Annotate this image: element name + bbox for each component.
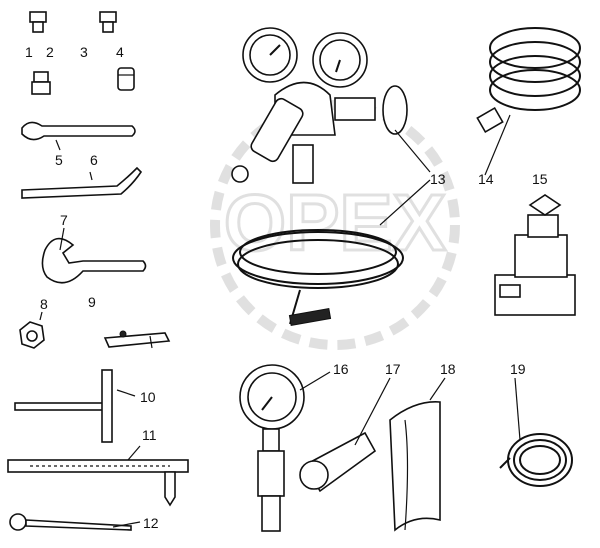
watermark-text: OPEX bbox=[224, 178, 446, 267]
part-14-coil bbox=[476, 27, 581, 134]
part-6-tool bbox=[21, 166, 143, 199]
callout-8: 8 bbox=[40, 296, 48, 312]
callout-16: 16 bbox=[333, 361, 349, 377]
callout-10: 10 bbox=[140, 389, 156, 405]
callout-13: 13 bbox=[430, 171, 446, 187]
callout-5: 5 bbox=[55, 152, 63, 168]
part-12-key bbox=[9, 513, 132, 531]
watermark-logo: OPEX bbox=[210, 100, 460, 350]
callout-6: 6 bbox=[90, 152, 98, 168]
callout-1: 1 bbox=[25, 44, 33, 60]
part-2-fitting bbox=[31, 71, 51, 95]
part-4-fitting bbox=[117, 67, 135, 91]
part-17-nozzle bbox=[299, 431, 377, 493]
part-8-nut bbox=[19, 321, 45, 349]
callout-2: 2 bbox=[46, 44, 54, 60]
callout-17: 17 bbox=[385, 361, 401, 377]
part-1-fitting bbox=[29, 11, 47, 33]
part-7-open-wrench bbox=[41, 237, 147, 284]
callout-4: 4 bbox=[116, 44, 124, 60]
part-9-bracket bbox=[103, 330, 171, 349]
part-11-caliper bbox=[7, 459, 189, 507]
part-3-fitting bbox=[99, 11, 117, 33]
callout-labels: 1 2 3 4 5 6 7 8 9 10 11 12 13 14 15 16 1… bbox=[25, 44, 548, 531]
part-19-hose-coil bbox=[499, 433, 573, 487]
callout-3: 3 bbox=[80, 44, 88, 60]
callout-11: 11 bbox=[142, 427, 157, 443]
part-5-wrench bbox=[21, 121, 136, 141]
part-16-gauge bbox=[239, 364, 305, 532]
part-15-jack bbox=[494, 194, 576, 316]
callout-7: 7 bbox=[60, 212, 68, 228]
leader-lines bbox=[39, 114, 521, 528]
part-13-hose bbox=[232, 229, 404, 326]
part-10-t-square bbox=[14, 369, 113, 443]
callout-14: 14 bbox=[478, 171, 494, 187]
callout-9: 9 bbox=[88, 294, 96, 310]
callout-15: 15 bbox=[532, 171, 548, 187]
callout-12: 12 bbox=[143, 515, 159, 531]
part-18-shield bbox=[389, 401, 441, 532]
callout-18: 18 bbox=[440, 361, 456, 377]
callout-19: 19 bbox=[510, 361, 526, 377]
part-13-regulator bbox=[231, 27, 408, 184]
